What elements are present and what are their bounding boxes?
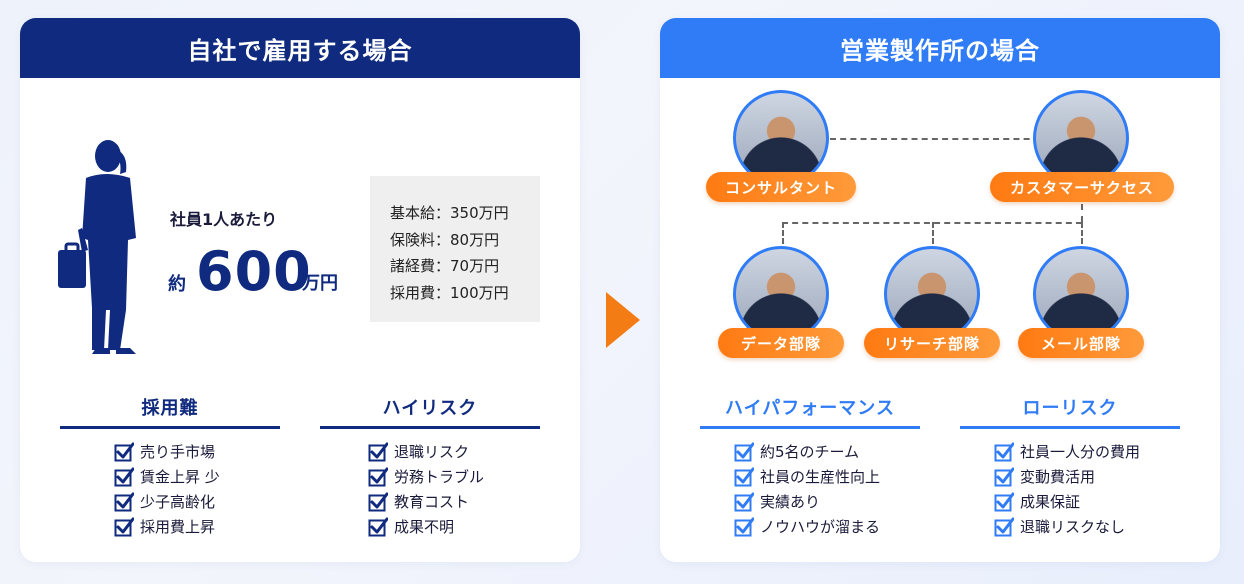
list-item: 賃金上昇 少 [114,464,280,489]
checkbox-icon [994,517,1014,537]
list-item: 成果保証 [994,489,1180,514]
list-item: ノウハウが溜まる [734,514,920,539]
list-item: 実績あり [734,489,920,514]
column-heading: ハイパフォーマンス [700,394,920,429]
column-heading: ローリスク [960,394,1180,429]
checkbox-icon [368,492,388,512]
list-item: 教育コスト [368,489,540,514]
cost-line: 諸経費：70万円 [390,257,500,275]
checkbox-icon [114,442,134,462]
mail-team-avatar [1033,246,1129,342]
checkbox-icon [368,442,388,462]
hiring-difficulty-column: 採用難 売り手市場 賃金上昇 少 少子高齢化 採用費上昇 [60,394,280,539]
checkbox-icon [368,517,388,537]
role-badge: データ部隊 [718,328,844,358]
in-house-card: 自社で雇用する場合 社員1人あたり 約 600 万円 基本給：350万円 保険料… [20,18,580,562]
eigyo-title: 営業製作所の場合 [660,18,1220,78]
low-risk-column: ローリスク 社員一人分の費用 変動費活用 成果保証 退職リスクなし [960,394,1180,539]
businessman-icon [58,140,136,354]
cost-line: 採用費：100万円 [390,283,509,302]
checkbox-icon [734,467,754,487]
cost-breakdown: 基本給：350万円 保険料：80万円 諸経費：70万円 採用費：100万円 [370,176,540,322]
cost-amount: 600 [196,240,312,303]
connector-line [1081,222,1083,244]
list-item: 変動費活用 [994,464,1180,489]
arrow-right-icon [606,292,640,348]
customer-success-avatar [1033,90,1129,186]
cost-line: 保険料：80万円 [390,230,500,249]
connector-line [782,222,784,244]
checkbox-icon [994,467,1014,487]
role-badge: コンサルタント [706,172,856,202]
checkbox-icon [994,442,1014,462]
list-item: 労務トラブル [368,464,540,489]
data-team-avatar [733,246,829,342]
cost-unit: 万円 [302,273,338,294]
cost-line: 基本給：350万円 [390,204,509,222]
list-item: 約5名のチーム [734,439,920,464]
checkbox-icon [734,492,754,512]
per-employee-label: 社員1人あたり [170,210,278,229]
list-item: 社員の生産性向上 [734,464,920,489]
column-heading: ハイリスク [320,394,540,429]
role-badge: リサーチ部隊 [864,328,1000,358]
list-item: 退職リスク [368,439,540,464]
role-badge: カスタマーサクセス [990,172,1174,202]
column-heading: 採用難 [60,394,280,429]
high-performance-column: ハイパフォーマンス 約5名のチーム 社員の生産性向上 実績あり ノウハウが溜まる [700,394,920,539]
checkbox-icon [114,492,134,512]
list-item: 売り手市場 [114,439,280,464]
in-house-title: 自社で雇用する場合 [20,18,580,78]
list-item: 成果不明 [368,514,540,539]
connector-line [830,138,1050,140]
list-item: 退職リスクなし [994,514,1180,539]
connector-line [1081,204,1083,222]
connector-line [932,222,934,244]
consultant-avatar [733,90,829,186]
eigyo-seisakusho-card: 営業製作所の場合 コンサルタント カスタマーサクセス データ部隊 リサーチ部隊 … [660,18,1220,562]
checkbox-icon [114,517,134,537]
checkbox-icon [734,517,754,537]
approx-prefix: 約 [168,274,186,295]
research-team-avatar [884,246,980,342]
checkbox-icon [994,492,1014,512]
checkbox-icon [368,467,388,487]
checkbox-icon [114,467,134,487]
list-item: 少子高齢化 [114,489,280,514]
list-item: 社員一人分の費用 [994,439,1180,464]
checkbox-icon [734,442,754,462]
list-item: 採用費上昇 [114,514,280,539]
role-badge: メール部隊 [1018,328,1144,358]
high-risk-column: ハイリスク 退職リスク 労務トラブル 教育コスト 成果不明 [320,394,540,539]
